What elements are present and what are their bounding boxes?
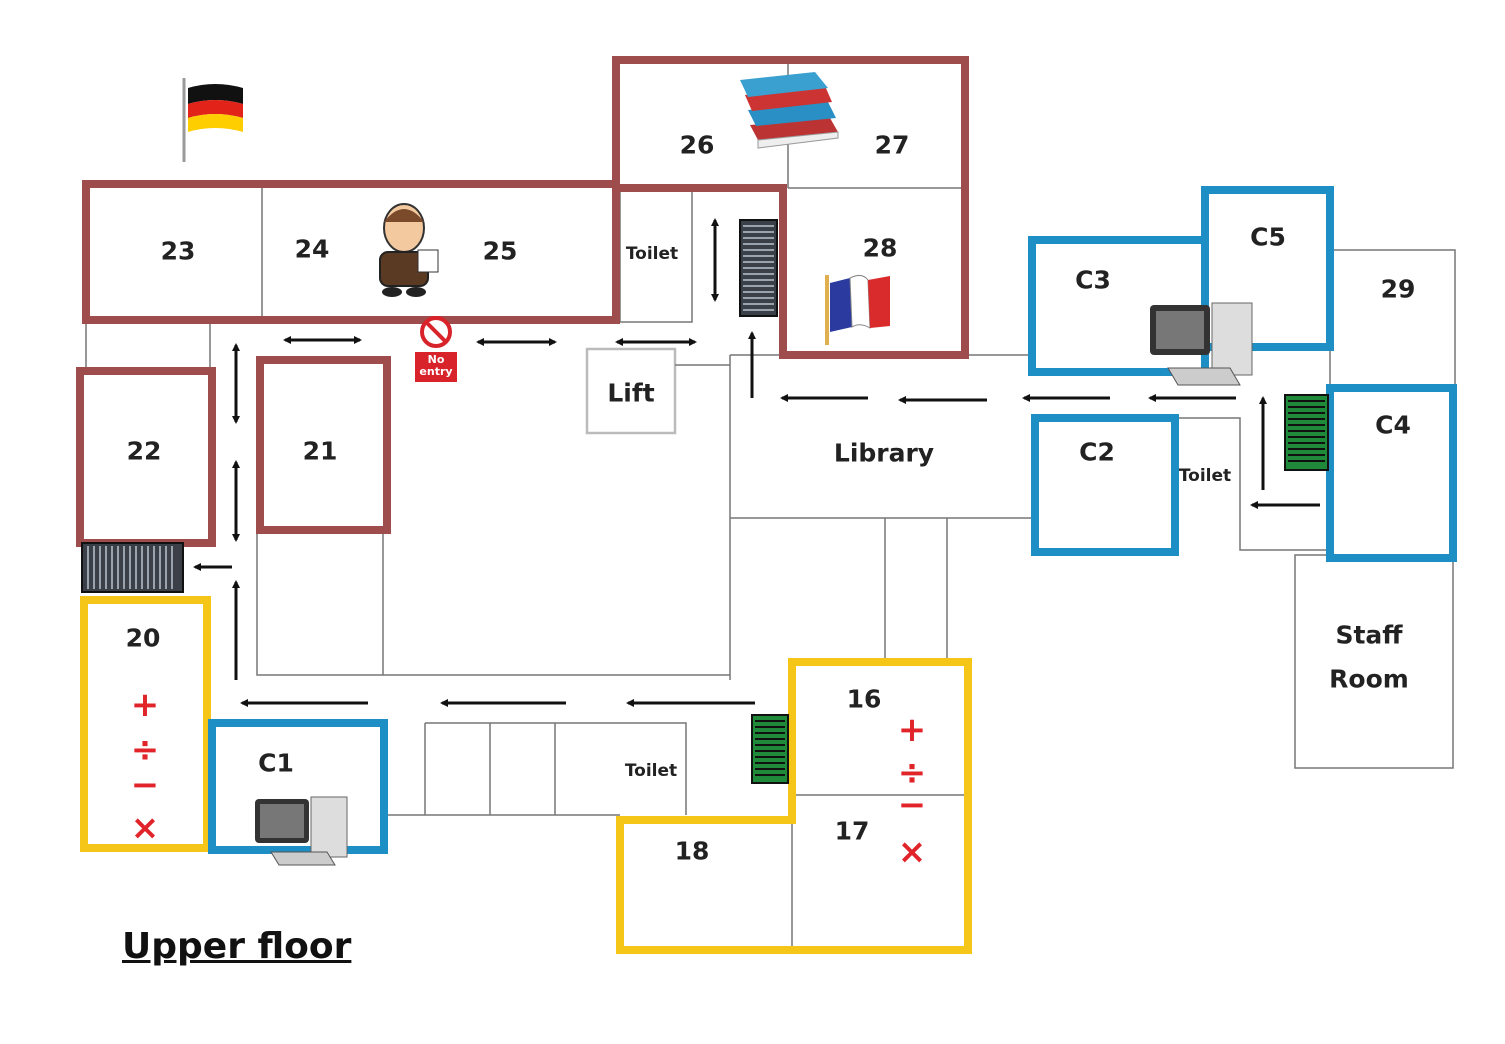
room-26[interactable]: 26 [679, 130, 715, 160]
multiply-icon: × [130, 808, 160, 848]
staircase [751, 714, 789, 784]
staff-room-line1[interactable]: Staff [1335, 620, 1403, 650]
books-icon [740, 72, 839, 149]
stairs [81, 219, 1329, 784]
room-c1[interactable]: C1 [258, 748, 294, 778]
room-23[interactable]: 23 [160, 236, 196, 266]
computer-icon [1150, 302, 1253, 386]
divide-icon: ÷ [897, 753, 927, 793]
toilet-right[interactable]: Toilet [1178, 466, 1232, 486]
room-c4[interactable]: C4 [1375, 410, 1411, 440]
library[interactable]: Library [833, 438, 935, 468]
german-flag-icon [182, 78, 243, 162]
plus-icon: + [897, 710, 927, 750]
divide-icon: ÷ [130, 730, 160, 770]
room-25[interactable]: 25 [482, 236, 518, 266]
room-18[interactable]: 18 [674, 836, 710, 866]
room-c5[interactable]: C5 [1250, 222, 1286, 252]
no-entry-text: entry [419, 365, 453, 378]
room-16[interactable]: 16 [846, 684, 882, 714]
multiply-icon: × [897, 832, 927, 872]
room-24[interactable]: 24 [294, 234, 330, 264]
room-28[interactable]: 28 [862, 233, 898, 263]
room-c2[interactable]: C2 [1079, 437, 1115, 467]
staircase [81, 542, 184, 593]
room-29[interactable]: 29 [1380, 274, 1416, 304]
room-17[interactable]: 17 [834, 816, 870, 846]
no-entry-text: No [427, 353, 445, 366]
room-22[interactable]: 22 [126, 436, 162, 466]
computer-icon [255, 796, 348, 866]
lift[interactable]: Lift [607, 378, 655, 408]
minus-icon: − [897, 785, 927, 825]
minus-icon: − [130, 765, 160, 805]
room-c3[interactable]: C3 [1075, 265, 1111, 295]
shakespeare-icon [379, 203, 439, 297]
room-21[interactable]: 21 [302, 436, 338, 466]
plus-icon: + [130, 685, 160, 725]
french-flag-icon [825, 274, 890, 345]
room-27[interactable]: 27 [874, 130, 910, 160]
toilet-bottom[interactable]: Toilet [624, 761, 678, 781]
staff-room-line2: Room [1329, 664, 1409, 694]
toilet-top[interactable]: Toilet [625, 244, 679, 264]
map-title: Upper floor [122, 926, 352, 967]
room-20[interactable]: 20 [125, 623, 161, 653]
route-arrows [193, 218, 1320, 707]
no-entry-icon [420, 316, 452, 348]
